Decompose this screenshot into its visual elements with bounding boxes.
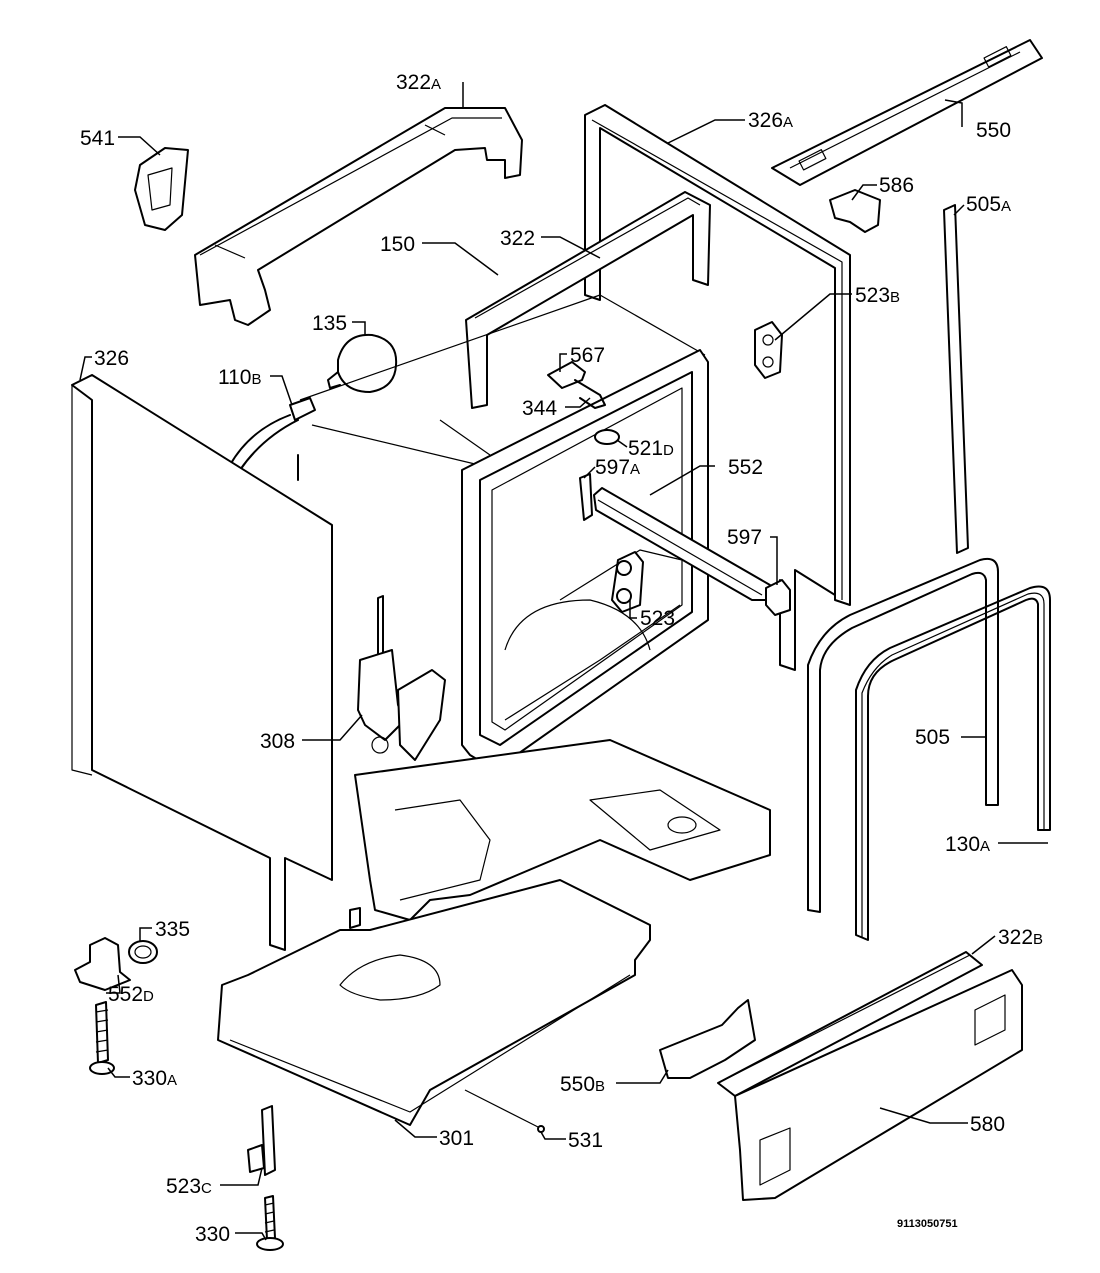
- callout-550: 550: [976, 119, 1011, 142]
- callout-523b: 523B: [855, 284, 900, 307]
- part-322b-580-bottom-panel: [717, 951, 1023, 1201]
- callout-labels: 322A 541 326A 550 586 505A 150 322 523B …: [80, 71, 1043, 1246]
- callout-531: 531: [568, 1129, 603, 1152]
- callout-308: 308: [260, 730, 295, 753]
- callout-552: 552: [728, 456, 763, 479]
- callout-326a: 326A: [748, 109, 793, 132]
- callout-130a: 130A: [945, 833, 990, 856]
- callout-301: 301: [439, 1127, 474, 1150]
- callout-110b: 110B: [218, 366, 262, 389]
- part-base-assembly: [354, 739, 771, 921]
- callout-322: 322: [500, 227, 535, 250]
- part-597-clip: [765, 579, 791, 616]
- part-523c-hinge: [247, 1105, 276, 1176]
- part-335-gear: [128, 940, 158, 964]
- part-135-float: [327, 333, 398, 393]
- part-541-clip: [134, 147, 189, 231]
- part-521d-ring: [594, 429, 620, 445]
- part-110b-hose: [229, 397, 316, 481]
- callout-597a: 597A: [595, 456, 640, 479]
- part-front-frame: [461, 349, 709, 771]
- callout-505: 505: [915, 726, 950, 749]
- callout-344: 344: [522, 397, 557, 420]
- callout-597: 597: [727, 526, 762, 549]
- drawing-number: 9113050751: [897, 1218, 958, 1230]
- part-301-base-tray: [217, 879, 651, 1126]
- part-322a-top-bracket: [194, 107, 523, 326]
- callout-505a: 505A: [966, 193, 1011, 216]
- callout-541: 541: [80, 127, 115, 150]
- part-550b-bracket: [659, 999, 756, 1079]
- part-586-bracket: [829, 189, 881, 233]
- callout-523: 523: [640, 607, 675, 630]
- callout-326: 326: [94, 347, 129, 370]
- callout-521d: 521D: [628, 437, 674, 460]
- callout-567: 567: [570, 344, 605, 367]
- callout-322b: 322B: [998, 926, 1043, 949]
- callout-330: 330: [195, 1223, 230, 1246]
- part-322-top-frame: [465, 191, 711, 409]
- callout-552d: 552D: [108, 983, 154, 1006]
- callout-586: 586: [879, 174, 914, 197]
- part-308-lock: [357, 595, 446, 761]
- callout-leaders: [79, 82, 1048, 1241]
- part-523-connectors: [611, 551, 644, 613]
- part-550-top-rail: [771, 39, 1043, 186]
- part-505-seal: [807, 557, 999, 913]
- callout-150: 150: [380, 233, 415, 256]
- part-130a-seal: [855, 585, 1051, 941]
- part-tub-body: [299, 294, 706, 471]
- callout-523c: 523C: [166, 1175, 212, 1198]
- callout-580: 580: [970, 1113, 1005, 1136]
- part-330-bolt: [256, 1195, 284, 1251]
- part-330a-screw: [89, 1001, 115, 1075]
- callout-330a: 330A: [132, 1067, 177, 1090]
- part-531-wire: [464, 1089, 545, 1133]
- callout-335: 335: [155, 918, 190, 941]
- callout-135: 135: [312, 312, 347, 335]
- callout-550b: 550B: [560, 1073, 605, 1096]
- part-523b-grommet: [754, 321, 783, 379]
- part-505a-strip: [943, 204, 969, 554]
- part-552d-solenoid: [74, 937, 131, 991]
- part-567-344-clip: [547, 361, 606, 409]
- callout-322a: 322A: [396, 71, 441, 94]
- part-326-left-panel: [71, 374, 333, 951]
